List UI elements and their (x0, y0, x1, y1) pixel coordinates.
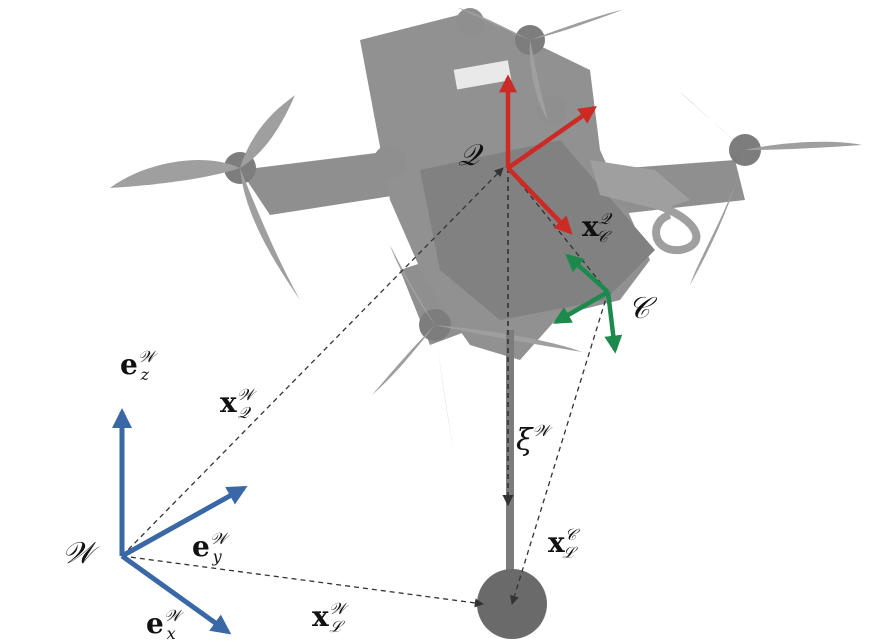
camera-frame-axes (552, 253, 623, 354)
drone-body (360, 12, 690, 360)
vector-label-xiW: ξ𝒲 (516, 421, 554, 458)
world-frame-label: 𝒲 (62, 536, 100, 571)
camera-frame-label: 𝒞 (628, 291, 658, 326)
payload-sphere (477, 569, 547, 639)
dashed-vectors (121, 167, 609, 608)
world-axis-y (120, 485, 248, 559)
vector-xLW-line (121, 555, 484, 608)
camera-axis-b (552, 290, 610, 324)
quad-axis-down (506, 166, 573, 235)
drone-propellers (110, 8, 862, 458)
payload-cable (639, 196, 701, 255)
camera-axis-c (604, 291, 623, 354)
vector-xQW-line (121, 167, 504, 557)
world-axis-x (120, 553, 232, 635)
vector-xLC-line (510, 291, 609, 605)
quadrotor-image (110, 8, 862, 458)
quad-axis-right (506, 105, 597, 170)
quadrotor-frame-axes (499, 74, 597, 235)
camera-axis-a (565, 253, 610, 294)
world-frame-axes (112, 408, 248, 635)
